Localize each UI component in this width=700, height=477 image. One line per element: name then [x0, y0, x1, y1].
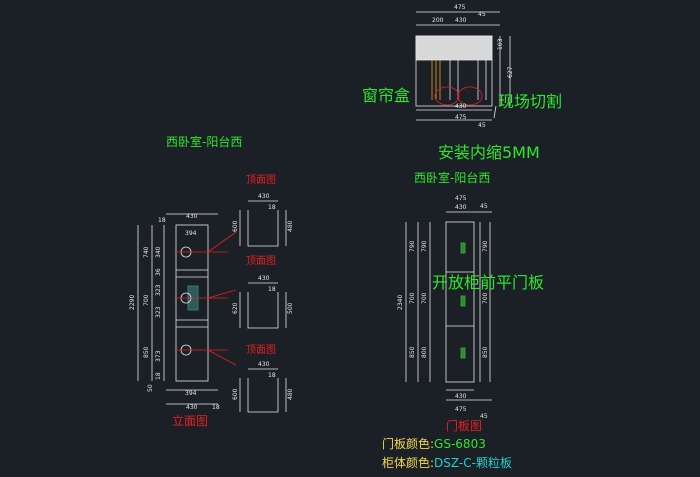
dim-view3-600: 600 [232, 388, 239, 400]
dim-left-b430: 430 [186, 404, 198, 411]
dim-right-i800: 800 [421, 346, 428, 358]
dim-right-430: 430 [455, 204, 467, 211]
dim-right-r790: 790 [482, 240, 489, 252]
dim-right-r700: 700 [482, 292, 489, 304]
dim-left-36: 36 [155, 268, 162, 276]
left-elevation [137, 213, 237, 405]
dim-view2-620: 620 [232, 302, 239, 314]
body-color-row: 柜体颜色:DSZ-C-颗粒板 [382, 457, 512, 469]
top-view-label-1: 顶面图 [246, 175, 276, 186]
door-color-row: 门板颜色:GS-6803 [382, 438, 486, 450]
dim-right-475: 475 [455, 195, 467, 202]
dim-left-340: 340 [155, 246, 162, 258]
room-title-left: 西卧室-阳台西 [166, 135, 243, 149]
dim-left-2290: 2290 [129, 295, 136, 310]
dim-top-b475: 475 [455, 114, 467, 121]
site-cut-label: 现场切割 [498, 92, 563, 111]
install-shrink-label: 安装内缩5MM [438, 143, 540, 162]
dim-left-323a: 323 [155, 284, 162, 296]
dim-right-b45: 45 [480, 413, 488, 420]
dim-view3-480: 480 [287, 388, 294, 400]
dim-top-b430: 430 [455, 103, 467, 110]
dim-top-b45: 45 [478, 122, 486, 129]
right-door-elevation [405, 211, 492, 401]
door-board-label: 门板图 [446, 419, 483, 433]
dim-top-200: 200 [432, 17, 444, 24]
dim-left-50: 50 [147, 384, 154, 392]
open-cabinet-label: 开放柜前平门板 [432, 273, 545, 292]
door-color-value: GS-6803 [434, 437, 486, 451]
dim-left-b394: 394 [185, 390, 197, 397]
dim-left-740: 740 [143, 246, 150, 258]
dim-top-45: 45 [478, 11, 486, 18]
dim-top-430: 430 [455, 17, 467, 24]
dim-view2-430: 430 [258, 275, 270, 282]
curtain-box-section [415, 11, 511, 121]
dim-right-i700: 700 [421, 292, 428, 304]
room-title-right: 西卧室-阳台西 [414, 171, 491, 185]
dim-right-850: 850 [409, 346, 416, 358]
dim-left-430: 430 [186, 213, 198, 220]
dim-view3-430: 430 [258, 361, 270, 368]
dim-right-b430: 430 [455, 393, 467, 400]
dim-top-475: 475 [454, 4, 466, 11]
door-color-label: 门板颜色: [382, 437, 435, 451]
dim-right-700: 700 [409, 292, 416, 304]
top-views [239, 200, 287, 413]
top-view-label-2: 顶面图 [246, 256, 276, 267]
dim-view1-430: 430 [258, 193, 270, 200]
body-color-label: 柜体颜色: [382, 456, 435, 470]
dim-right-2340: 2340 [397, 295, 404, 310]
top-view-label-3: 顶面图 [246, 345, 276, 356]
dim-view3-18: 18 [268, 372, 276, 379]
dim-right-b475: 475 [455, 406, 467, 413]
dim-view1-18: 18 [268, 204, 276, 211]
dim-left-18: 18 [155, 372, 162, 380]
dim-left-394: 394 [185, 230, 197, 237]
dim-left-18b: 18 [212, 404, 220, 411]
body-color-value: DSZ-C-颗粒板 [434, 456, 512, 470]
dim-view2-18: 18 [268, 286, 276, 293]
dim-left-323b: 323 [155, 306, 162, 318]
dim-view1-600: 600 [232, 220, 239, 232]
dim-view1-480: 480 [287, 220, 294, 232]
dim-top-103: 103 [497, 38, 504, 50]
elevation-label: 立面图 [172, 414, 209, 428]
dim-right-i790: 790 [421, 240, 428, 252]
dim-left-700: 700 [143, 294, 150, 306]
dim-right-790: 790 [409, 240, 416, 252]
dim-left-18a: 18 [158, 217, 166, 224]
dim-top-627: 627 [507, 66, 514, 78]
dim-left-850: 850 [143, 346, 150, 358]
dim-right-45: 45 [480, 203, 488, 210]
dim-view2-500: 500 [287, 302, 294, 314]
curtain-box-label: 窗帘盒 [362, 86, 411, 105]
dim-right-r850: 850 [482, 346, 489, 358]
dim-left-373: 373 [155, 350, 162, 362]
